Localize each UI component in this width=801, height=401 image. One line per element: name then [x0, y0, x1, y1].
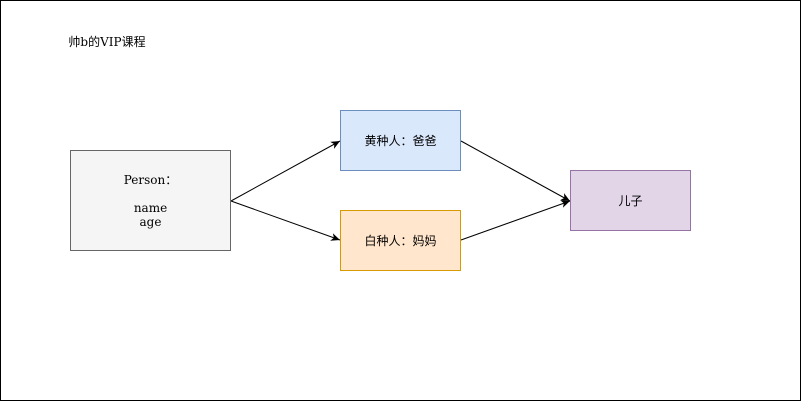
person-node[interactable]: Person： name age [70, 150, 231, 251]
edge-mother-to-son [460, 200, 571, 241]
person-line-age: age [139, 214, 162, 229]
mother-node[interactable]: 白种人：妈妈 [340, 210, 461, 271]
person-line-name: name [133, 200, 168, 215]
father-label: 黄种人：爸爸 [364, 134, 437, 148]
title-note: 帅b的VIP课程 [68, 35, 146, 49]
son-node[interactable]: 儿子 [570, 170, 691, 231]
edge-person-to-mother [230, 200, 341, 241]
edge-person-to-father [230, 140, 341, 202]
mother-label: 白种人：妈妈 [364, 234, 437, 248]
person-line-title: Person： [123, 172, 178, 187]
edge-father-to-son [460, 140, 571, 202]
father-node[interactable]: 黄种人：爸爸 [340, 110, 461, 171]
son-label: 儿子 [618, 194, 643, 208]
